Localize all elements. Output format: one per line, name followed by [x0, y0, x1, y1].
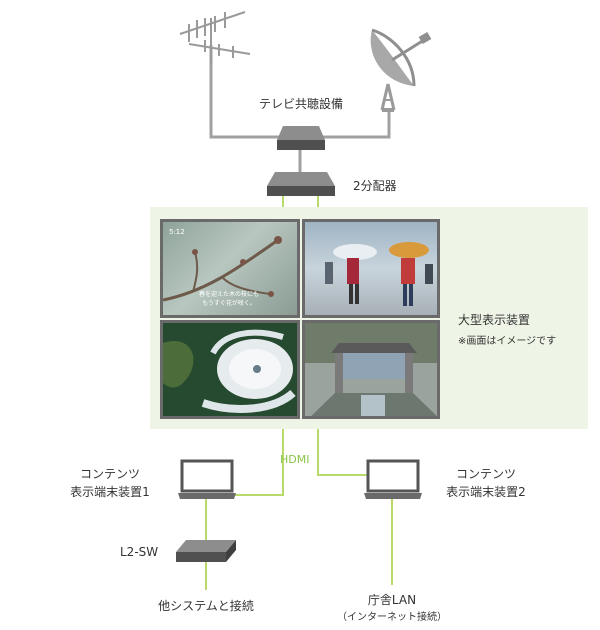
monitor-top-right: [302, 219, 440, 318]
screen-caption-line1: 春を迎えた木の枝にも: [199, 290, 259, 299]
lan-label-line1: 庁舎LAN: [342, 592, 442, 608]
laptop-icon: [362, 459, 424, 501]
river-gate-photo-icon: [305, 323, 440, 419]
terminal2-label-line1: コンテンツ: [436, 466, 536, 482]
satellite-dish-icon: [362, 22, 442, 114]
hdmi-cable-1: [234, 420, 283, 495]
monitor-bottom-right: [302, 320, 440, 419]
monitor-bottom-left: [160, 320, 300, 419]
tv-antenna-icon: [175, 6, 255, 66]
display-note: ※画面はイメージです: [458, 334, 556, 350]
terminal2-label-line2: 表示端末装置2: [426, 484, 546, 500]
splitter-label: 2分配器: [353, 178, 397, 194]
tv-equipment-label: テレビ共聴設備: [240, 96, 362, 112]
splitter-box-icon: [265, 170, 337, 200]
dish-cable: [318, 112, 389, 137]
l2sw-label: L2-SW: [120, 544, 158, 560]
terminal1-label-line2: 表示端末装置1: [50, 484, 170, 500]
screen-caption-line2: もうすぐ花が咲く。: [199, 299, 259, 308]
screen-caption: 春を迎えた木の枝にも もうすぐ花が咲く。: [199, 290, 259, 308]
typhoon-satellite-photo-icon: [163, 323, 300, 419]
rain-photo-icon: [305, 222, 440, 318]
other-system-label: 他システムと接続: [138, 598, 274, 614]
l2-switch-icon: [174, 538, 238, 566]
tv-equipment-box-icon: [275, 124, 327, 154]
lan-label-line2: （インターネット接続）: [322, 610, 462, 626]
laptop-icon: [176, 459, 238, 501]
terminal1-label-line1: コンテンツ: [60, 466, 160, 482]
display-label: 大型表示装置: [458, 312, 530, 328]
monitor-top-left: 5:12 春を迎えた木の枝にも もうすぐ花が咲く。: [160, 219, 300, 318]
hdmi-label: HDMI: [280, 452, 309, 468]
screen-time: 5:12: [169, 228, 185, 236]
